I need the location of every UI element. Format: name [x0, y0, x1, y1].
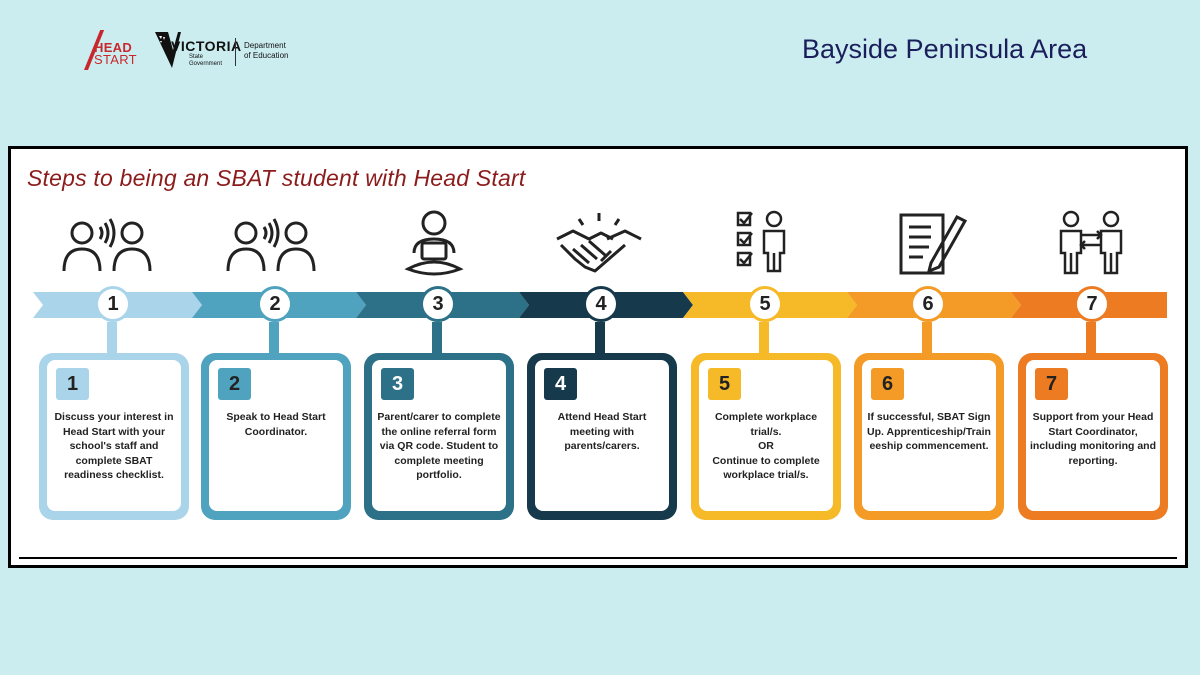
victoria-government-logo: VICTORIA State Government Department of … [155, 30, 300, 70]
step-7-connector [1086, 322, 1096, 356]
step-2-circle: 2 [257, 286, 293, 322]
step-6-badge: 6 [871, 368, 904, 400]
headstart-logo-line1: HEAD [94, 40, 133, 55]
two-people-talking-icon [226, 218, 316, 272]
step-4-circle: 4 [583, 286, 619, 322]
headstart-logo-line2: START [94, 52, 137, 67]
step-4-card-body: 4 Attend Head Start meeting with parents… [535, 360, 669, 511]
checklist-person-icon [736, 210, 786, 273]
step-1-connector [107, 322, 117, 356]
step-6-card: 6 If successful, SBAT Sign Up. Apprentic… [854, 353, 1004, 520]
step-5-card: 5 Complete workplace trial/s. OR Continu… [691, 353, 841, 520]
of-education-label: of Education [244, 51, 289, 60]
step-3-card: 3 Parent/carer to complete the online re… [364, 353, 514, 520]
step-4-text: Attend Head Start meeting with parents/c… [557, 411, 647, 452]
handshake-icon [556, 213, 642, 273]
step-6-card-body: 6 If successful, SBAT Sign Up. Apprentic… [862, 360, 996, 511]
step-3-badge: 3 [381, 368, 414, 400]
document-pen-icon [899, 213, 968, 275]
step-5-connector [759, 322, 769, 356]
headstart-logo: HEAD START [82, 30, 140, 70]
step-2-text: Speak to Head Start Coordinator. [226, 411, 326, 438]
victoria-v-emblem [155, 32, 181, 68]
step-1-text: Discuss your interest in Head Start with… [54, 411, 174, 481]
step-3-text: Parent/carer to complete the online refe… [377, 411, 501, 481]
step-5-circle: 5 [747, 286, 783, 322]
step-7-circle: 7 [1074, 286, 1110, 322]
step-7-text: Support from your Head Start Coordinator… [1030, 411, 1156, 467]
step-1-badge: 1 [56, 368, 89, 400]
step-4-connector [595, 322, 605, 356]
victoria-wordmark: VICTORIA [171, 38, 242, 54]
state-label: State [189, 54, 204, 60]
step-5-badge: 5 [708, 368, 741, 400]
step-3-card-body: 3 Parent/carer to complete the online re… [372, 360, 506, 511]
step-5-text: Complete workplace trial/s. OR Continue … [712, 411, 820, 481]
infographic-frame: Steps to being an SBAT student with Head… [8, 146, 1188, 568]
step-1-card: 1 Discuss your interest in Head Start wi… [39, 353, 189, 520]
infographic-heading: Steps to being an SBAT student with Head… [27, 165, 526, 191]
people-exchange-icon [1059, 210, 1123, 275]
step-7-card-body: 7 Support from your Head Start Coordinat… [1026, 360, 1160, 511]
step-1-circle: 1 [95, 286, 131, 322]
step-6-text: If successful, SBAT Sign Up. Apprentices… [867, 411, 991, 452]
step-7-card: 7 Support from your Head Start Coordinat… [1018, 353, 1168, 520]
step-4-badge: 4 [544, 368, 577, 400]
step-6-connector [922, 322, 932, 356]
step-6-circle: 6 [910, 286, 946, 322]
step-2-card: 2 Speak to Head Start Coordinator. [201, 353, 351, 520]
frame-bottom-rule [19, 557, 1177, 559]
region-title: Bayside Peninsula Area [802, 34, 1088, 64]
step-3-circle: 3 [420, 286, 456, 322]
person-with-laptop-icon [404, 210, 464, 276]
step-7-badge: 7 [1035, 368, 1068, 400]
government-label: Government [189, 61, 223, 67]
logo-separator [235, 38, 236, 66]
step-5-card-body: 5 Complete workplace trial/s. OR Continu… [699, 360, 833, 511]
two-people-talking-icon [62, 218, 152, 272]
step-4-card: 4 Attend Head Start meeting with parents… [527, 353, 677, 520]
department-label: Department [244, 41, 286, 50]
step-2-card-body: 2 Speak to Head Start Coordinator. [209, 360, 343, 511]
step-2-connector [269, 322, 279, 356]
step-3-connector [432, 322, 442, 356]
step-2-badge: 2 [218, 368, 251, 400]
step-1-card-body: 1 Discuss your interest in Head Start wi… [47, 360, 181, 511]
